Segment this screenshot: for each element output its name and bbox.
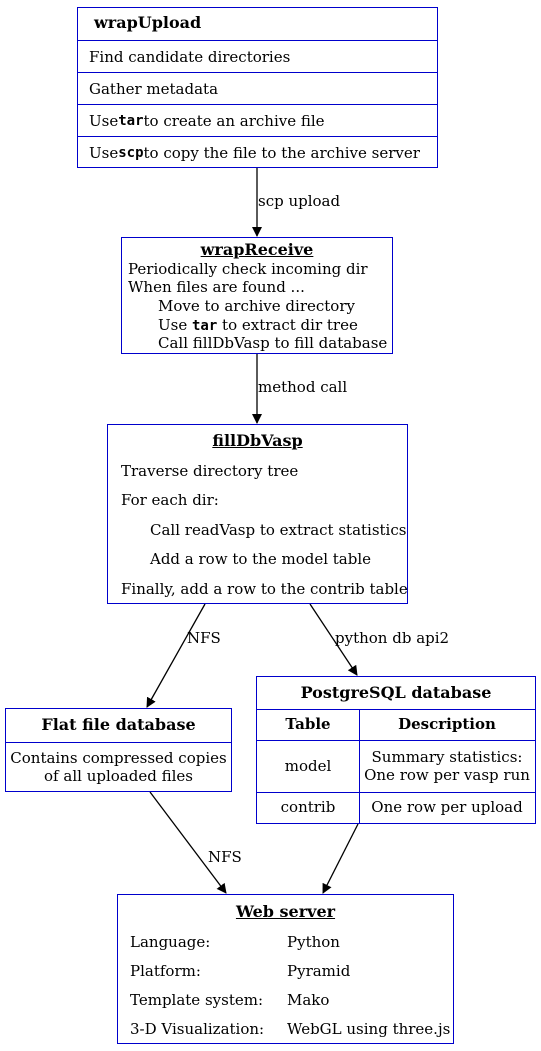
wrap-receive-line-4: Use tar to extract dir tree: [158, 316, 358, 334]
fill-db-line-2: For each dir:: [121, 491, 219, 509]
node-web-server: Web server Language: Python Platform: Py…: [117, 894, 454, 1044]
postgres-title: PostgreSQL database: [300, 683, 492, 702]
postgres-row-model-desc-1: Summary statistics:: [371, 748, 523, 766]
edge-label-method-call: method call: [258, 378, 348, 396]
wrap-receive-title: wrapReceive: [200, 240, 314, 259]
web-server-key-platform: Platform:: [130, 962, 201, 980]
wrap-upload-step-1: Find candidate directories: [78, 40, 437, 72]
flat-file-desc-1: Contains compressed copies: [10, 749, 227, 767]
fill-db-line-3: Call readVasp to extract statistics: [150, 521, 407, 539]
web-server-key-template: Template system:: [130, 991, 264, 1009]
node-fill-db-vasp: fillDbVasp Traverse directory tree For e…: [107, 424, 408, 604]
postgres-row-model-desc-2: One row per vasp run: [364, 766, 530, 784]
web-server-title: Web server: [235, 902, 336, 921]
postgres-row-contrib-table: contrib: [280, 798, 336, 816]
wrap-receive-line-5: Call fillDbVasp to fill database: [158, 334, 388, 352]
postgres-row-model-table: model: [284, 757, 332, 775]
wrap-upload-step-4: Use scp to copy the file to the archive …: [78, 136, 437, 168]
edge-flat-to-web: [149, 791, 227, 894]
wrap-receive-line-1: Periodically check incoming dir: [128, 260, 368, 278]
web-server-key-language: Language:: [130, 933, 211, 951]
edge-label-python-db: python db api2: [335, 629, 450, 647]
edge-label-nfs-fill: NFS: [187, 629, 221, 647]
web-server-value-language: Python: [287, 933, 340, 951]
edge-pg-to-web: [322, 823, 359, 894]
postgres-header-table: Table: [285, 715, 331, 733]
fill-db-line-4: Add a row to the model table: [150, 550, 372, 568]
wrap-upload-title: wrapUpload: [94, 13, 202, 32]
edge-fill-to-flat: [146, 603, 206, 708]
fill-db-line-1: Traverse directory tree: [121, 462, 299, 480]
fill-db-title: fillDbVasp: [212, 431, 303, 450]
fill-db-line-5: Finally, add a row to the contrib table: [121, 580, 408, 598]
edge-fill-to-pg: [309, 603, 358, 676]
node-flat-file-db: Flat file database Contains compressed c…: [5, 708, 232, 792]
postgres-row-contrib-desc: One row per upload: [371, 798, 523, 816]
wrap-upload-step-3: Use tar to create an archive file: [78, 104, 437, 136]
web-server-value-visualization: WebGL using three.js: [287, 1020, 451, 1038]
edge-label-scp-upload: scp upload: [258, 192, 341, 210]
flat-file-title: Flat file database: [41, 715, 196, 734]
node-wrap-upload: wrapUpload Find candidate directories Ga…: [77, 7, 438, 168]
node-wrap-receive: wrapReceive Periodically check incoming …: [121, 237, 393, 354]
web-server-key-visualization: 3-D Visualization:: [130, 1020, 265, 1038]
wrap-receive-line-3: Move to archive directory: [158, 297, 355, 315]
node-postgresql-db: PostgreSQL database Table Description mo…: [256, 676, 536, 824]
web-server-value-platform: Pyramid: [287, 962, 351, 980]
flat-file-desc-2: of all uploaded files: [44, 767, 193, 785]
wrap-receive-line-2: When files are found ...: [128, 278, 305, 296]
edge-label-nfs-web: NFS: [208, 848, 242, 866]
web-server-value-template: Mako: [287, 991, 330, 1009]
wrap-upload-step-2: Gather metadata: [78, 72, 437, 104]
postgres-header-description: Description: [398, 715, 496, 733]
